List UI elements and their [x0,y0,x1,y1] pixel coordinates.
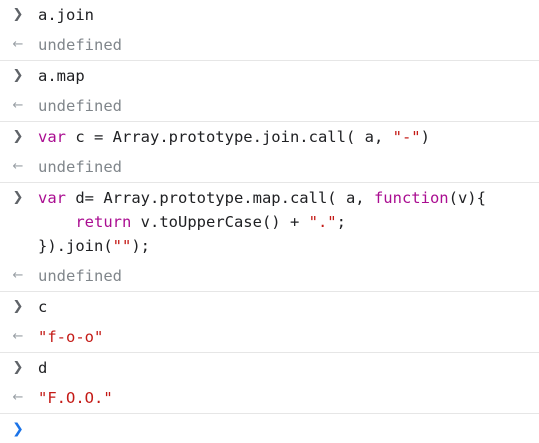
console-output-text: undefined [38,267,122,285]
chevron-right-icon: ❯ [12,7,24,22]
console-prompt-input[interactable]: ❯ [0,413,539,443]
code-text: ); [131,237,150,255]
return-arrow-icon: ← [12,159,24,174]
console-output-row: ← "f-o-o" [0,322,539,352]
return-arrow-icon: ← [12,98,24,113]
console-output-row: ← undefined [0,30,539,60]
code-keyword: var [38,128,66,146]
code-text: ) [420,128,430,146]
console-output-row: ← undefined [0,152,539,182]
code-text: d= Array.prototype.map.call( a, [66,189,374,207]
console-input-row[interactable]: ❯ c [0,291,539,322]
console-input-text: a.map [38,67,85,85]
console-input-text: c [38,298,48,316]
return-arrow-icon: ← [12,268,24,283]
code-string: "-" [392,128,421,146]
console-output-row: ← undefined [0,91,539,121]
prompt-chevron-icon: ❯ [12,421,24,437]
console-input-row[interactable]: ❯ var d= Array.prototype.map.call( a, fu… [0,182,539,261]
chevron-right-icon: ❯ [12,129,24,144]
code-indent [38,213,75,231]
return-arrow-icon: ← [12,329,24,344]
chevron-right-icon: ❯ [12,68,24,83]
console-input-text: a.join [38,6,94,24]
console-input-text: var c = Array.prototype.join.call( a, "-… [38,128,430,146]
console-output-text: undefined [38,36,122,54]
code-text: (v){ [448,189,486,207]
console-output-text: "f-o-o" [38,328,104,346]
console-output-text: "F.O.O." [38,389,113,407]
code-text: ; [336,213,346,231]
code-keyword: return [75,213,132,231]
code-line: }).join(""); [38,234,539,258]
code-text: c = Array.prototype.join.call( a, [66,128,393,146]
return-arrow-icon: ← [12,37,24,52]
code-line: var d= Array.prototype.map.call( a, func… [38,186,539,210]
console-input-row[interactable]: ❯ a.map [0,60,539,91]
chevron-right-icon: ❯ [12,299,24,314]
console-output-row: ← "F.O.O." [0,383,539,413]
console-input-text: var d= Array.prototype.map.call( a, func… [38,186,539,258]
console-output-row: ← undefined [0,261,539,291]
code-keyword: function [373,189,449,207]
console-input-row[interactable]: ❯ d [0,352,539,383]
return-arrow-icon: ← [12,390,24,405]
console-input-row[interactable]: ❯ a.join [0,0,539,30]
code-string: "." [308,213,337,231]
code-text: }).join( [38,237,113,255]
console-output-text: undefined [38,97,122,115]
code-text: v.toUpperCase() + [131,213,309,231]
code-string: "" [112,237,132,255]
code-keyword: var [38,189,66,207]
console-input-row[interactable]: ❯ var c = Array.prototype.join.call( a, … [0,121,539,152]
chevron-right-icon: ❯ [12,190,24,205]
console-input-text: d [38,359,48,377]
console-output-text: undefined [38,158,122,176]
code-line: return v.toUpperCase() + "."; [38,210,539,234]
chevron-right-icon: ❯ [12,360,24,375]
